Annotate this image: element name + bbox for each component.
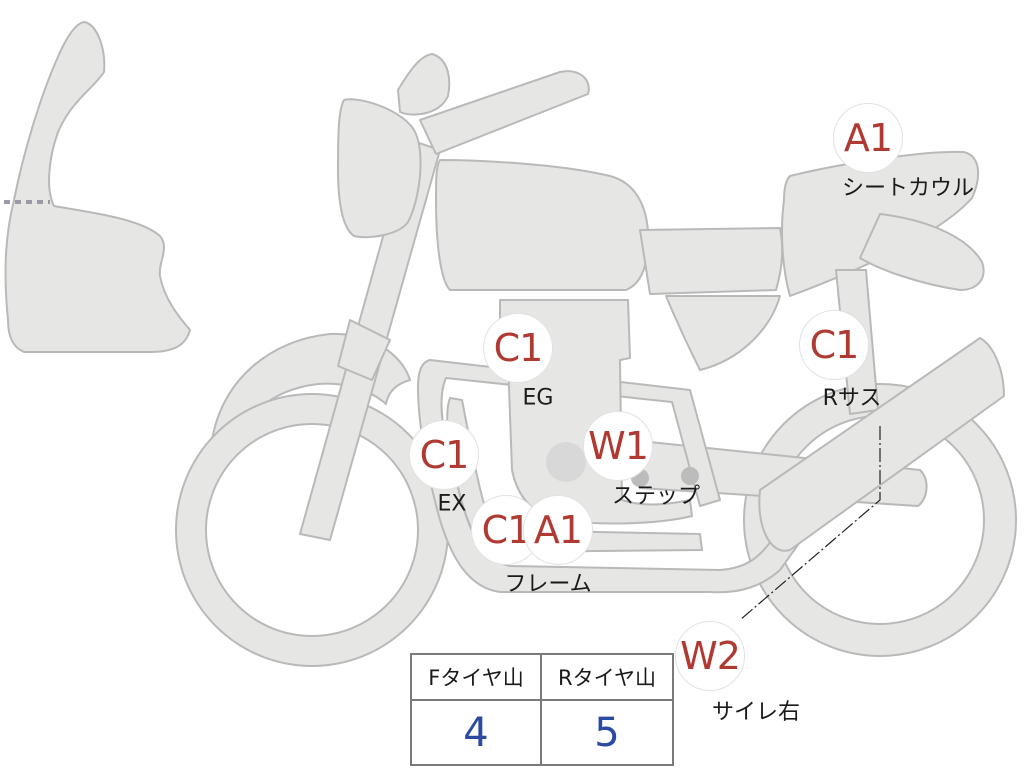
- rear-tire-header: Rタイヤ山: [542, 655, 672, 701]
- label-exhaust: EX: [438, 492, 467, 517]
- front-fairing: [6, 22, 190, 352]
- front-tire-header: Fタイヤ山: [412, 655, 542, 701]
- front-tire-value: 4: [412, 701, 542, 764]
- grade-seat-cowl: A1: [833, 103, 903, 173]
- headlight: [338, 99, 421, 237]
- fuel-tank: [436, 160, 648, 290]
- grade-frame-2: A1: [523, 495, 593, 565]
- label-silencer-right: サイレ右: [712, 694, 800, 726]
- grade-exhaust: C1: [409, 420, 479, 490]
- tire-tread-table: Fタイヤ山 Rタイヤ山 4 5: [410, 653, 674, 766]
- label-step: ステップ: [612, 478, 700, 510]
- grade-rear-suspension: C1: [799, 310, 869, 380]
- grade-engine: C1: [483, 313, 553, 383]
- rear-tire-value: 5: [542, 701, 672, 764]
- grade-step: W1: [583, 411, 653, 481]
- side-cover: [640, 228, 782, 294]
- label-seat-cowl: シートカウル: [842, 170, 974, 202]
- label-frame: フレーム: [504, 566, 591, 598]
- grade-silencer-right: W2: [675, 621, 745, 691]
- label-rear-suspension: Rサス: [823, 380, 882, 412]
- label-engine: EG: [523, 386, 554, 411]
